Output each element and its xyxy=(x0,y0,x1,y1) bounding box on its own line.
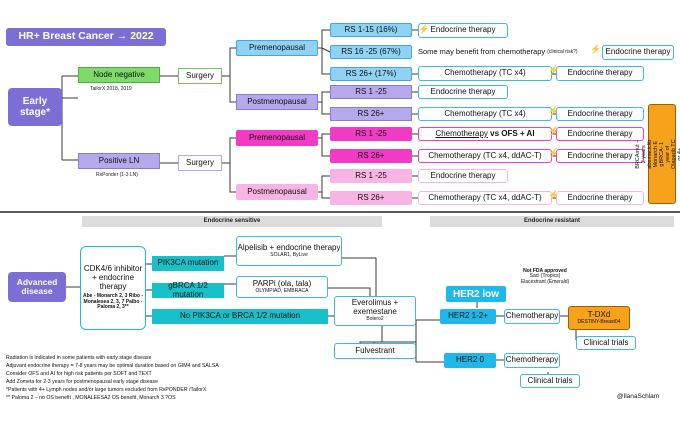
positive-ln-node: Positive LN xyxy=(78,153,160,169)
chemo-vs-ofs: Chemotherapy vs OFS + AI xyxy=(418,127,552,141)
chemotherapy-her2-12: Chemotherapy xyxy=(504,309,560,324)
footnote-3: Consider OFS and AI for high risk patien… xyxy=(6,371,152,377)
postmenopausal-node-2: Postmenopausal xyxy=(236,184,318,200)
rs-1-25-post-node: RS 1 -25 xyxy=(330,85,412,99)
page-title: HR+ Breast Cancer → 2022 xyxy=(6,28,166,46)
rs-1-15-node: RS 1-15 (16%) xyxy=(330,23,412,37)
her2-low-node: HER2 low xyxy=(446,286,506,302)
endocrine-therapy-5: Endocrine therapy xyxy=(556,107,644,121)
brca-olaparib-note: BRCAmut – 2 years abemaciclib Monarch E … xyxy=(635,104,680,204)
clinical-trials-1: Clinical trials xyxy=(576,336,636,350)
rs-26-post-ln-node: RS 26+ xyxy=(330,191,412,205)
early-stage-node: Early stage* xyxy=(8,88,62,126)
rs-26-node: RS 26+ (17%) xyxy=(330,67,412,81)
rs-1-25-post-ln-node: RS 1 -25 xyxy=(330,169,412,183)
endocrine-therapy-2: Endocrine therapy xyxy=(602,45,674,60)
cdk46-label: CDK4/6 inhibitor + endocrine therapy xyxy=(83,264,143,291)
lightning-icon: ⚡ xyxy=(418,24,430,34)
cdk46-node: CDK4/6 inhibitor + endocrine therapy Abe… xyxy=(80,246,146,330)
endocrine-therapy-8: Endocrine therapy xyxy=(418,169,508,183)
rs-26-post-node: RS 26+ xyxy=(330,107,412,121)
chemo-tc-2: Chemotherapy (TC x4) xyxy=(418,107,552,121)
rs-1-25-pre-ln-node: RS 1 -25 xyxy=(330,127,412,141)
lightning-icon: ⚡ xyxy=(548,106,560,116)
maybe-chemo-text: Some may benefit from chemotherapy (clin… xyxy=(418,47,578,57)
endocrine-therapy-6: Endocrine therapy xyxy=(556,127,644,141)
chemo-tcac-2: Chemotherapy (TC x4, ddAC-T) xyxy=(418,191,552,205)
endocrine-therapy-9: Endocrine therapy xyxy=(556,191,644,205)
footnote-1: Radiation is indicated in some patients … xyxy=(6,355,152,361)
lightning-icon: ⚡ xyxy=(548,126,560,136)
endocrine-therapy-1: Endocrine therapy xyxy=(418,23,508,38)
rxponder-ref: RxPonder (1-3 LN) xyxy=(96,172,138,178)
premenopausal-node-1: Premenopausal xyxy=(236,40,318,56)
endocrine-sensitive-header: Endocrine sensitive xyxy=(82,216,382,227)
endocrine-resistant-header: Endocrine resistant xyxy=(430,216,674,227)
endocrine-therapy-3: Endocrine therapy xyxy=(556,66,644,81)
footnote-6: ** Paloma 2 – no OS benefit , MONALEESA2… xyxy=(6,395,176,401)
surgery-node-2: Surgery xyxy=(178,155,222,171)
gbrca-mutation-node: gBRCA 1/2 mutation xyxy=(152,281,224,298)
footnote-4: Add Zometa for 2-3 years for postmenopau… xyxy=(6,379,158,385)
lightning-icon: ⚡ xyxy=(548,190,560,200)
parpi-node: PARPi (ola, tala)OLYMPIAD, EMBRACA xyxy=(236,276,328,298)
cdk46-refs: Abe - Monarch 2, 3 Ribo - Monalesea 2, 3… xyxy=(83,293,144,311)
tailorx-ref: TailorX 2018, 2019 xyxy=(90,86,132,92)
footnote-5: *Patients with 4+ Lymph nodes and/or lar… xyxy=(6,387,207,393)
chemo-tcac-1: Chemotherapy (TC x4, ddAC-T) xyxy=(418,149,552,163)
lightning-icon: ⚡ xyxy=(548,148,560,158)
node-negative-node: Node negative xyxy=(78,67,160,83)
author-handle: @IlanaSchlam xyxy=(616,393,660,401)
pik3ca-mutation-node: PIK3CA mutation xyxy=(152,256,224,271)
surgery-node-1: Surgery xyxy=(178,68,222,84)
chemo-tc-1: Chemotherapy (TC x4) xyxy=(418,66,552,81)
premenopausal-node-2: Premenopausal xyxy=(236,130,318,146)
endocrine-therapy-4: Endocrine therapy xyxy=(418,85,508,99)
her2-0-node: HER2 0 xyxy=(444,353,496,368)
rs-26-pre-ln-node: RS 26+ xyxy=(330,149,412,163)
fulvestrant-node: Fulvestrant xyxy=(334,343,416,359)
lightning-icon: ⚡ xyxy=(548,65,560,75)
chemotherapy-her2-0: Chemotherapy xyxy=(504,353,560,368)
advanced-disease-node: Advanced disease xyxy=(8,272,66,302)
no-mutation-node: No PIK3CA or BRCA 1/2 mutation xyxy=(152,309,328,324)
her2-12-node: HER2 1-2+ xyxy=(440,309,496,324)
lightning-icon: ⚡ xyxy=(590,44,602,54)
endocrine-therapy-7: Endocrine therapy xyxy=(556,149,644,163)
rs-16-25-node: RS 16 -25 (67%) xyxy=(330,45,412,59)
postmenopausal-node-1: Postmenopausal xyxy=(236,94,318,110)
clinical-trials-2: Clinical trials xyxy=(520,374,580,388)
footnote-2: Adjuvant endocrine therapy = 7-8 years m… xyxy=(6,363,219,369)
